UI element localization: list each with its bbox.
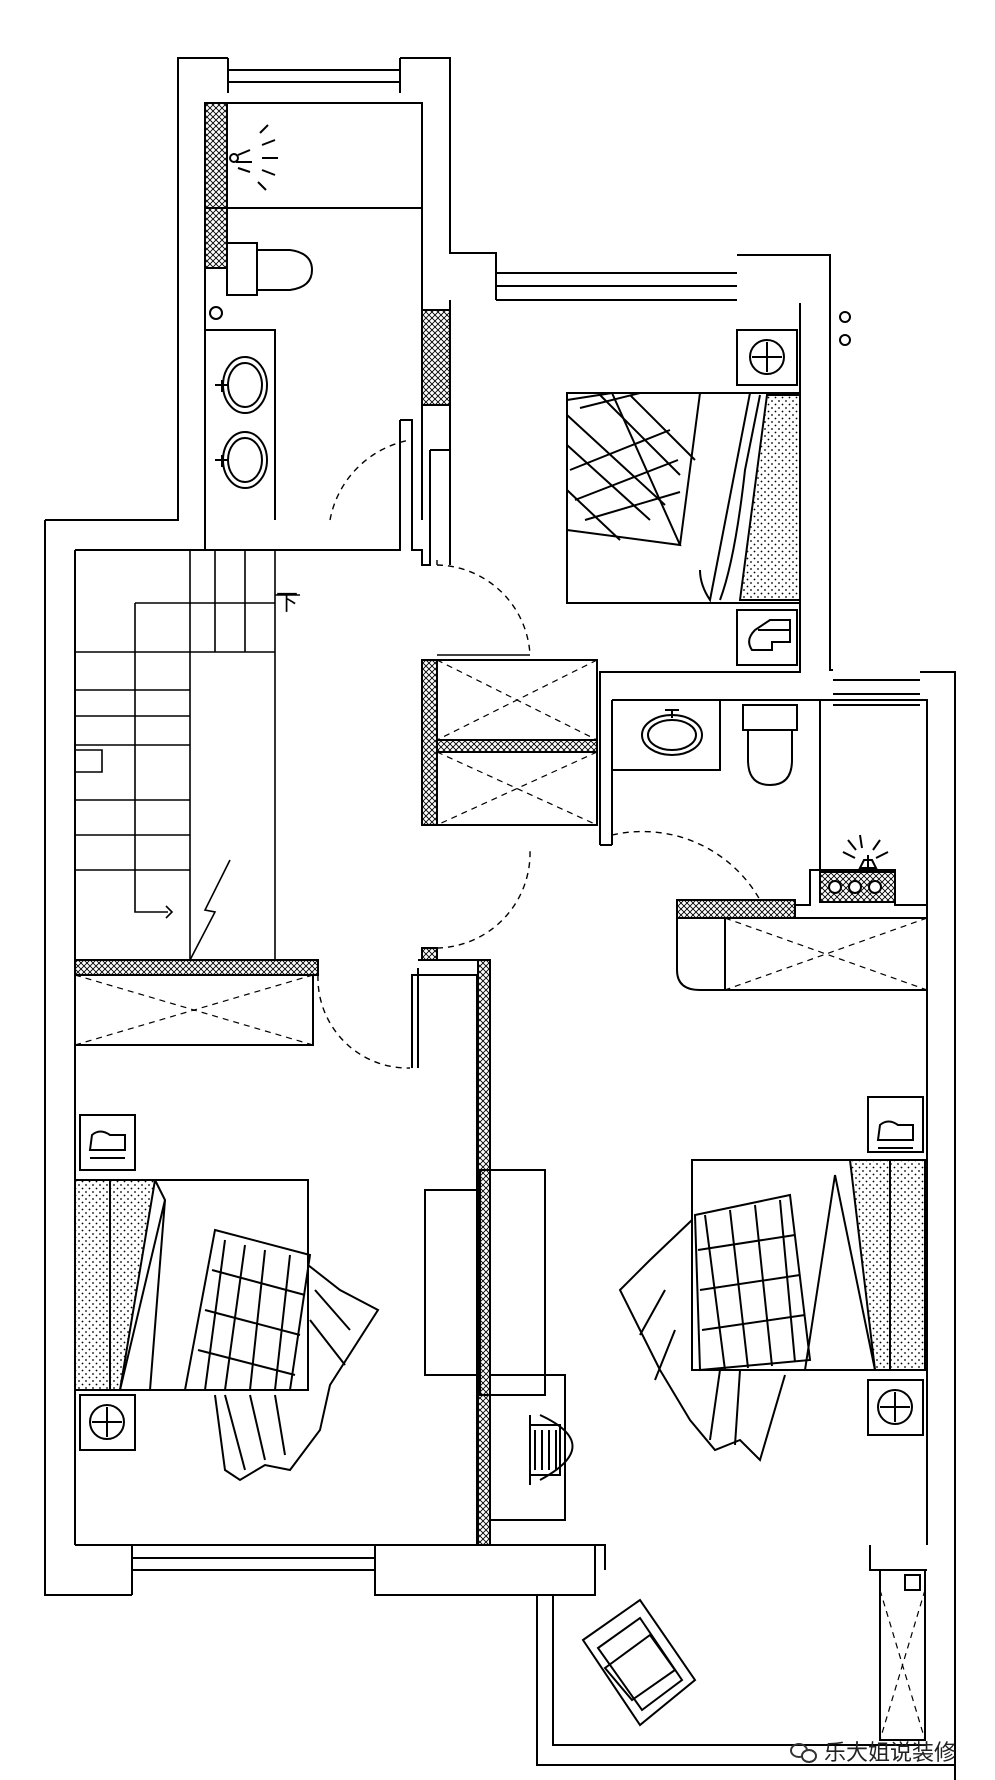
- wechat-icon: [790, 1741, 817, 1763]
- wardrobe-center: [436, 659, 598, 826]
- tv-cabinet: [424, 1169, 546, 1396]
- wardrobe-balcony: [879, 1569, 926, 1741]
- wardrobe-right: [676, 917, 928, 991]
- bed-right: [618, 1096, 926, 1462]
- toilet-2: [742, 704, 798, 787]
- interior-walls: [74, 300, 928, 1546]
- exterior-walls: [44, 57, 956, 1780]
- toilet-1: [204, 207, 314, 296]
- staircase: [74, 550, 300, 961]
- basin-2: [641, 709, 703, 756]
- desk-chair: [489, 1374, 574, 1521]
- stair-direction-label: 下: [276, 591, 299, 616]
- double-vanity: [205, 306, 276, 520]
- bed-top: [566, 329, 801, 666]
- shower: [204, 102, 422, 209]
- wardrobe-left: [74, 974, 314, 1046]
- watermark-text: 乐大姐说装修: [824, 1741, 957, 1766]
- armchair: [581, 1598, 697, 1727]
- watermark: 乐大姐说装修: [790, 1735, 956, 1767]
- shower-2: [819, 834, 896, 903]
- door-swings: [317, 439, 761, 1069]
- bed-left: [74, 1114, 380, 1482]
